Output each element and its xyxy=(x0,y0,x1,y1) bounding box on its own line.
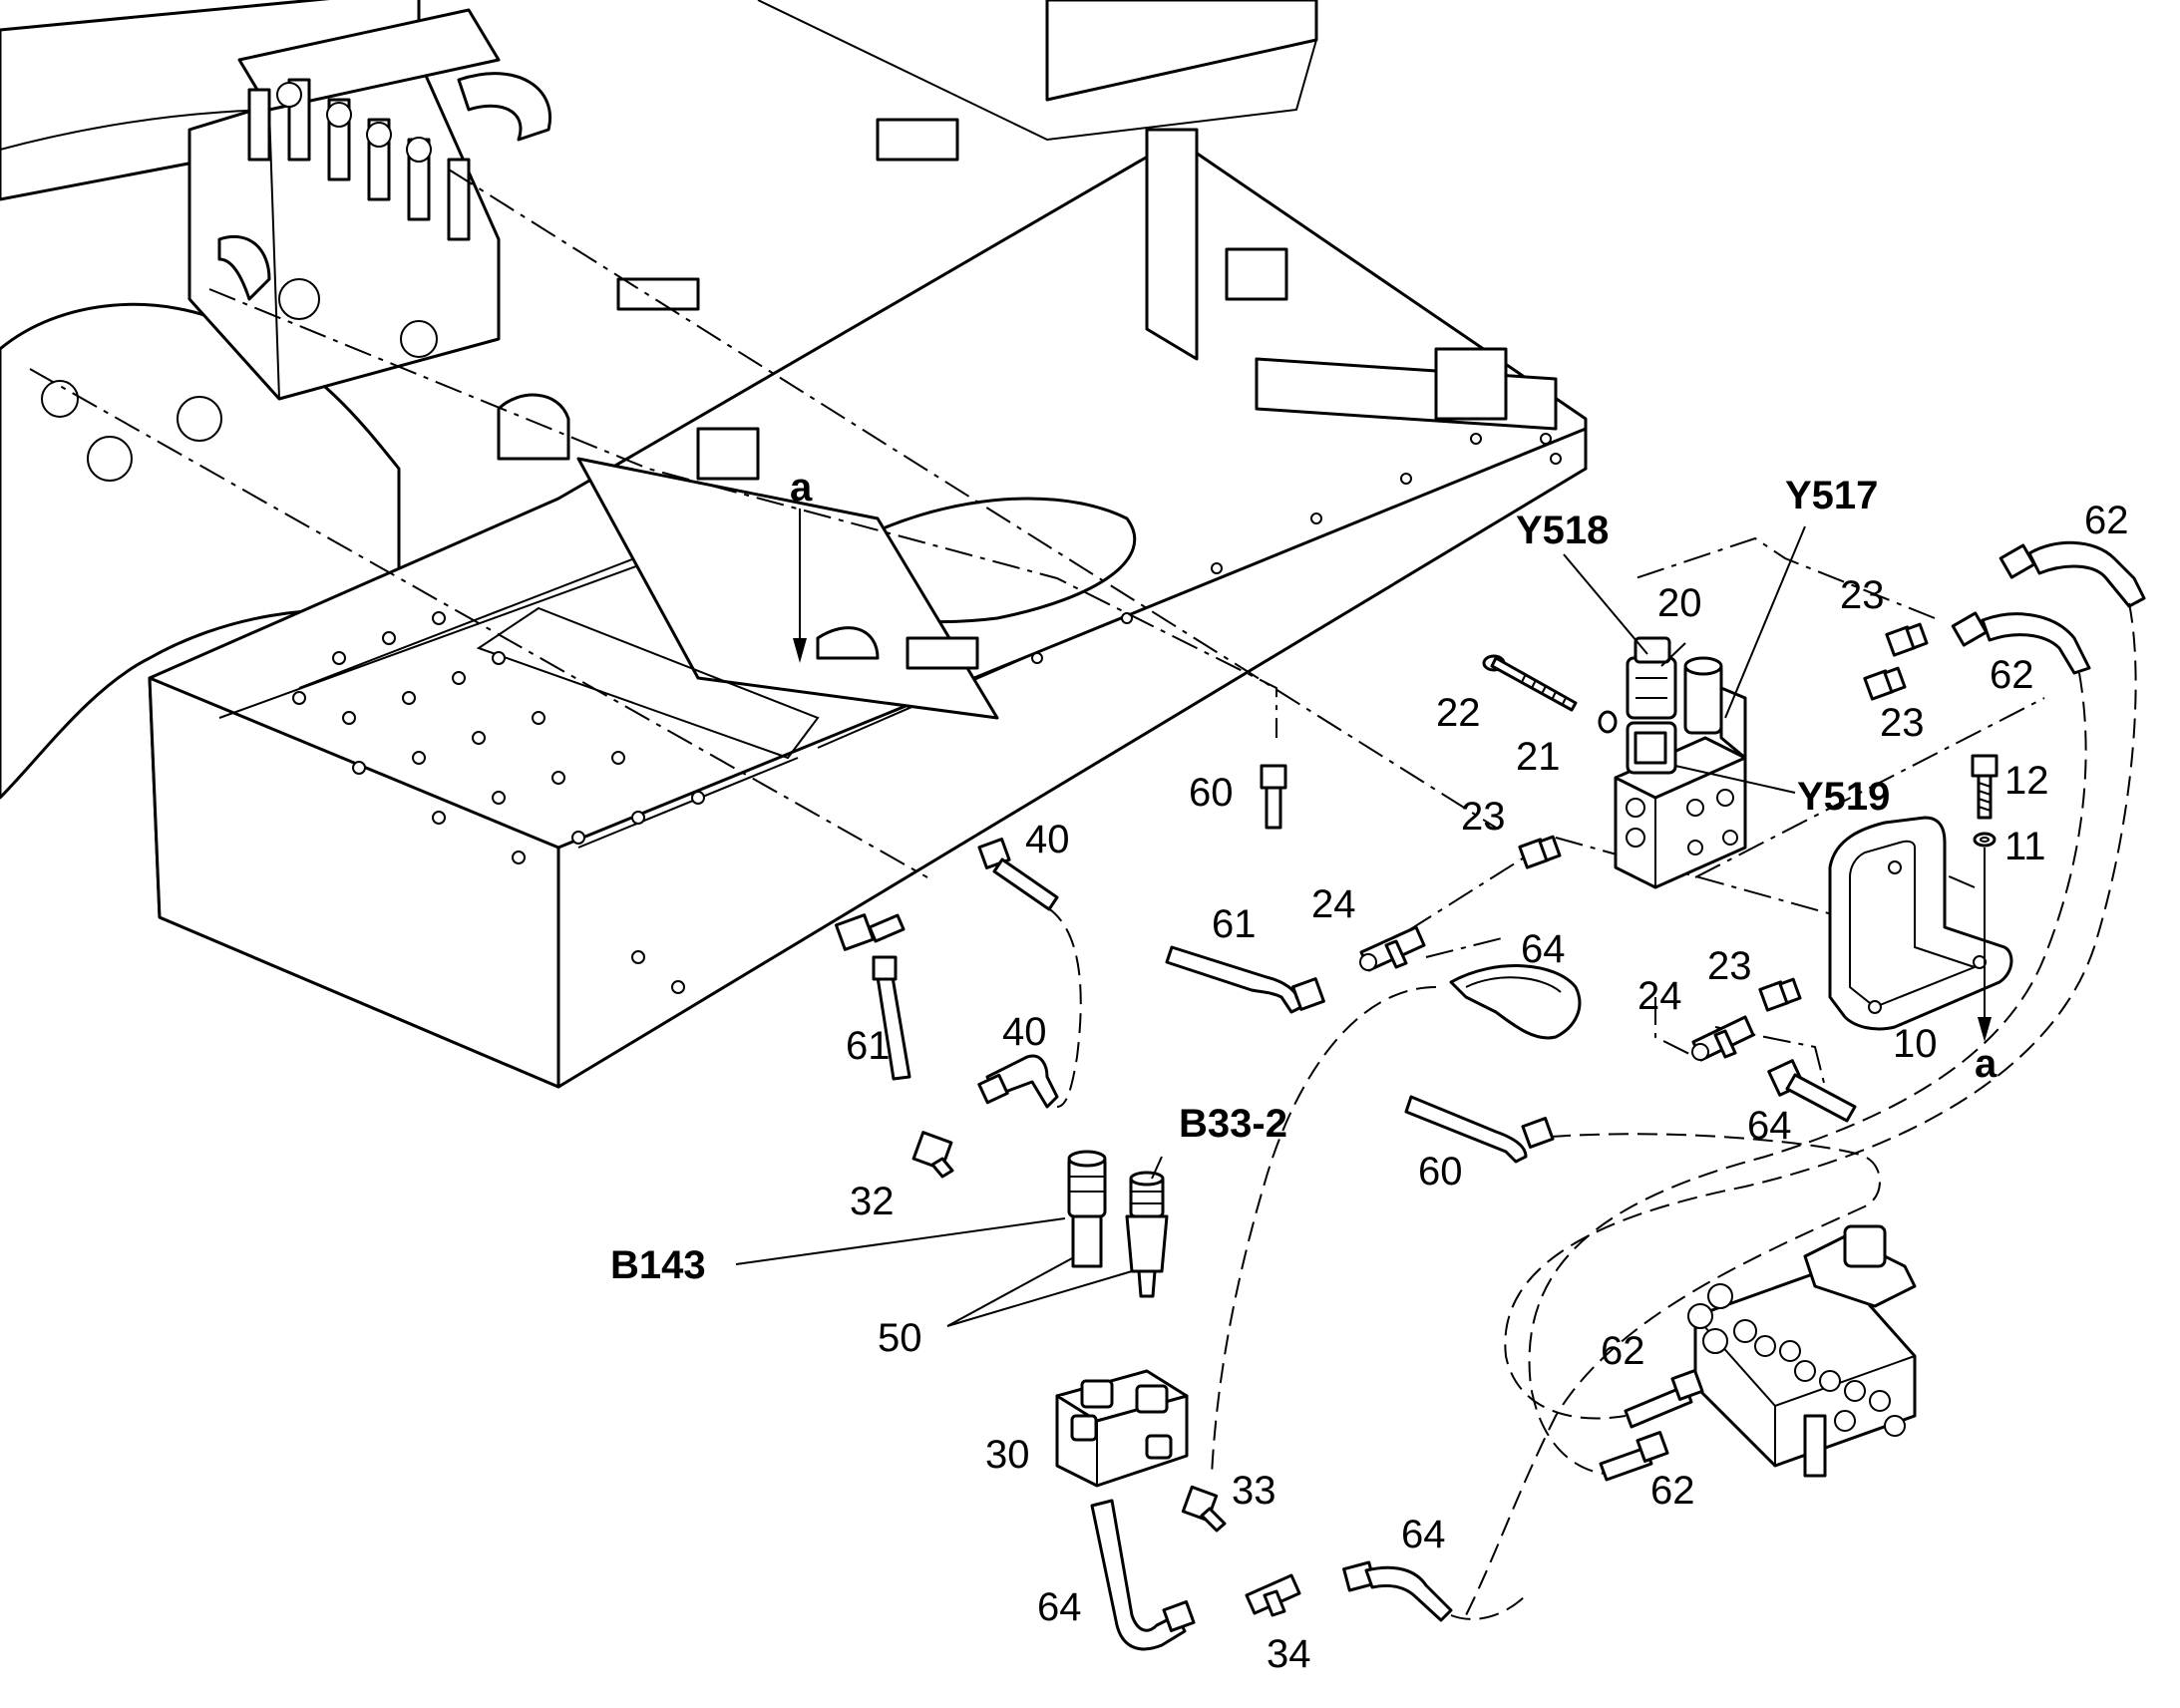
manifold-block-30 xyxy=(1055,1369,1189,1488)
solenoid-coil-y519 xyxy=(1626,721,1677,775)
label-23-mid: 23 xyxy=(1461,795,1506,839)
label-64-right: 64 xyxy=(1747,1104,1792,1148)
fitting-33 xyxy=(1181,1485,1227,1533)
solenoid-coil-y518 xyxy=(1626,636,1677,720)
hose-62-right-lower xyxy=(1599,1431,1669,1482)
chassis-frame xyxy=(0,0,1588,1089)
hose-61 xyxy=(1165,945,1325,1014)
label-12: 12 xyxy=(2004,759,2049,803)
arrow-a-top xyxy=(793,509,807,663)
mounting-bracket xyxy=(1828,816,2013,1031)
tee-fitting-24-left xyxy=(1359,925,1426,972)
valve-spools xyxy=(247,78,471,241)
label-23-upper: 23 xyxy=(1840,573,1885,617)
hose-64-bottom-right xyxy=(1342,1560,1453,1622)
label-a-top: a xyxy=(790,466,813,510)
arrow-a-bottom xyxy=(1978,848,1992,1042)
pressure-switch-b143 xyxy=(1067,1150,1107,1268)
label-b143: B143 xyxy=(610,1243,706,1287)
hose-60-top xyxy=(1260,764,1287,830)
label-64-loop: 64 xyxy=(1521,927,1566,971)
fitting-23-right xyxy=(1758,977,1802,1012)
label-40-lower: 40 xyxy=(1002,1010,1047,1054)
bolt-22 xyxy=(1482,654,1578,712)
pressure-switch-b33-2 xyxy=(1125,1171,1169,1298)
label-b33-2: B33-2 xyxy=(1179,1102,1287,1146)
solenoid-valve-assembly xyxy=(1614,636,1747,889)
hose-40-lower xyxy=(977,1054,1059,1109)
label-30: 30 xyxy=(985,1433,1030,1477)
label-21: 21 xyxy=(1516,735,1561,779)
hose-62-right-upper xyxy=(1624,1369,1704,1429)
label-22: 22 xyxy=(1436,691,1481,735)
solenoid-coil-y517 xyxy=(1683,656,1747,760)
hose-60-right xyxy=(1404,1095,1555,1164)
label-y518: Y518 xyxy=(1516,509,1609,552)
label-62-distributor-upper: 62 xyxy=(1601,1329,1645,1373)
control-valve-block xyxy=(187,8,551,401)
label-11: 11 xyxy=(2004,825,2046,868)
label-32: 32 xyxy=(850,1180,895,1223)
label-10: 10 xyxy=(1893,1022,1938,1066)
label-60-right: 60 xyxy=(1418,1150,1463,1194)
washer-21 xyxy=(1598,710,1618,734)
label-20: 20 xyxy=(1657,581,1702,625)
fitting-61-elbow xyxy=(834,913,911,1081)
label-24-left: 24 xyxy=(1311,882,1356,926)
hose-64-bottom-left xyxy=(1090,1499,1196,1651)
label-33: 33 xyxy=(1232,1469,1276,1513)
bolt-12 xyxy=(1971,754,1998,820)
label-64-bottom-right: 64 xyxy=(1401,1513,1446,1556)
label-y519: Y519 xyxy=(1797,775,1890,819)
fitting-23-upper xyxy=(1885,622,1929,657)
hose-routes xyxy=(1046,602,2137,1620)
label-24-right: 24 xyxy=(1637,974,1682,1018)
hose-62-upper xyxy=(1998,540,2146,608)
fitting-32 xyxy=(911,1131,954,1179)
label-a-bottom: a xyxy=(1975,1042,1998,1086)
hose-64-loop xyxy=(1449,964,1582,1040)
label-64-bottom-left: 64 xyxy=(1037,1585,1082,1629)
label-23-lower: 23 xyxy=(1880,701,1925,745)
hose-64-right xyxy=(1767,1059,1857,1123)
callout-labels: a a Y518 Y517 Y519 B33-2 B143 10 11 12 2… xyxy=(610,466,2129,1676)
fitting-23-lower xyxy=(1863,666,1907,701)
label-34: 34 xyxy=(1267,1632,1311,1676)
label-61-left: 61 xyxy=(846,1024,891,1068)
chassis-holes xyxy=(41,380,1562,994)
tee-fitting-24-right xyxy=(1691,1015,1755,1062)
hydraulic-distributor xyxy=(1687,1224,1917,1478)
hose-40-upper xyxy=(977,838,1059,911)
label-40-upper: 40 xyxy=(1025,818,1070,861)
fitting-23-mid xyxy=(1518,835,1562,869)
tee-fitting-34 xyxy=(1245,1573,1301,1617)
label-y517: Y517 xyxy=(1785,474,1878,517)
label-62-top: 62 xyxy=(2084,499,2129,542)
leader-lines xyxy=(735,525,1806,1327)
label-62-distributor-lower: 62 xyxy=(1650,1469,1695,1513)
label-60-top: 60 xyxy=(1189,771,1234,815)
label-62-mid: 62 xyxy=(1990,653,2034,697)
label-61-right: 61 xyxy=(1212,902,1257,946)
hose-62-lower xyxy=(1951,611,2091,675)
label-50: 50 xyxy=(878,1316,922,1360)
label-23-right: 23 xyxy=(1707,944,1752,988)
washer-11 xyxy=(1973,832,1997,848)
